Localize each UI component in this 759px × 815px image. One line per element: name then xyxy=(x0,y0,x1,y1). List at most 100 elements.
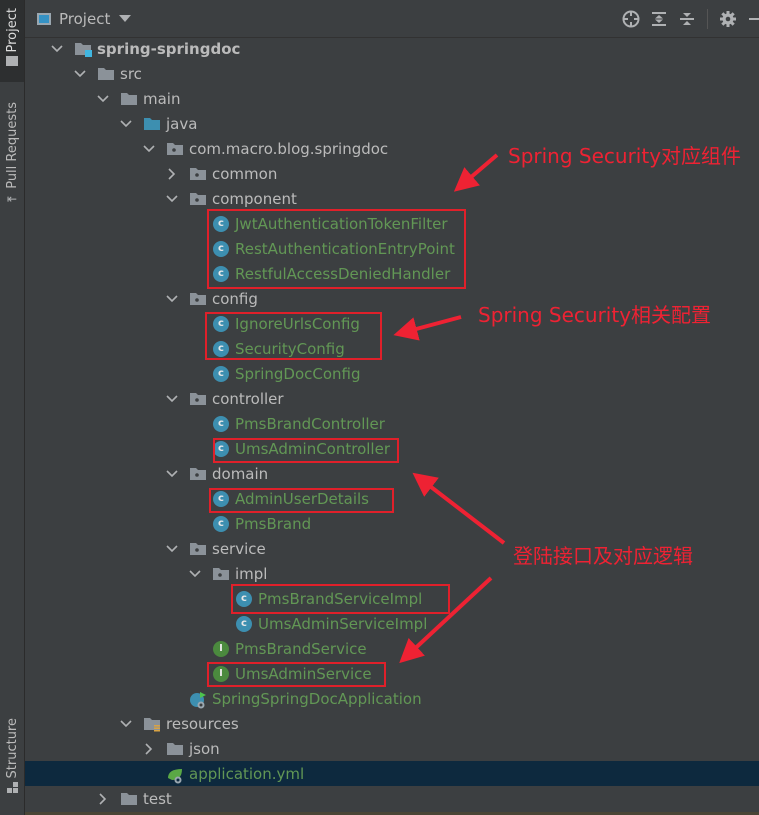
tree-row[interactable]: test xyxy=(25,786,759,811)
tree-spacer xyxy=(211,617,225,631)
locate-icon[interactable] xyxy=(620,8,642,30)
tree-spacer xyxy=(188,217,202,231)
tree-row[interactable]: SpringSpringDocApplication xyxy=(25,686,759,711)
folder-icon xyxy=(6,56,18,67)
tree-row[interactable]: c JwtAuthenticationTokenFilter xyxy=(25,211,759,236)
tree-spacer xyxy=(211,592,225,606)
tree-row[interactable]: I UmsAdminService xyxy=(25,661,759,686)
class-icon: c xyxy=(213,490,229,507)
tree-spacer xyxy=(165,692,179,706)
tree-spacer xyxy=(188,367,202,381)
chevron-down-icon[interactable] xyxy=(165,392,179,406)
tree-item-label: AdminUserDetails xyxy=(235,489,369,508)
tree-item-label: controller xyxy=(212,389,284,408)
tree-item-label: src xyxy=(120,64,142,83)
tree-item-label: impl xyxy=(235,564,268,583)
tree-row[interactable]: spring-springdoc xyxy=(25,36,759,61)
tree-row[interactable]: config xyxy=(25,286,759,311)
structure-icon xyxy=(6,782,18,794)
chevron-down-icon[interactable] xyxy=(165,467,179,481)
chevron-right-icon[interactable] xyxy=(96,792,110,806)
tree-spacer xyxy=(188,642,202,656)
tree-spacer xyxy=(188,492,202,506)
chevron-down-icon[interactable] xyxy=(96,92,110,106)
class-icon: c xyxy=(213,440,229,457)
toolbar-separator xyxy=(707,8,708,29)
tree-row[interactable]: controller xyxy=(25,386,759,411)
sidebar-tab-pull-requests[interactable]: Pull Requests ⇤ xyxy=(0,96,24,206)
chevron-down-icon[interactable] xyxy=(142,142,156,156)
tree-row[interactable]: src xyxy=(25,61,759,86)
chevron-down-icon[interactable] xyxy=(188,567,202,581)
tree-item-label: JwtAuthenticationTokenFilter xyxy=(235,214,448,233)
sidebar-tab-structure[interactable]: Structure xyxy=(0,712,24,802)
package-icon xyxy=(212,566,230,582)
tree-row[interactable]: domain xyxy=(25,461,759,486)
chevron-down-icon[interactable] xyxy=(50,42,64,56)
chevron-down-icon[interactable] xyxy=(165,292,179,306)
chevron-down-icon[interactable] xyxy=(165,542,179,556)
tree-row[interactable]: com.macro.blog.springdoc xyxy=(25,136,759,161)
interface-icon: I xyxy=(213,665,229,682)
tree-item-label: resources xyxy=(166,714,239,733)
class-icon: c xyxy=(213,265,229,282)
spring-config-icon xyxy=(166,766,184,783)
chevron-down-icon[interactable] xyxy=(119,717,133,731)
spring-boot-app-icon xyxy=(189,691,207,708)
tree-row[interactable]: resources xyxy=(25,711,759,736)
panel-title[interactable]: Project xyxy=(59,9,111,28)
annotation-box-brand-service-impl xyxy=(231,584,450,614)
bottom-edge xyxy=(25,812,759,815)
tree-row[interactable]: json xyxy=(25,736,759,761)
tree-row[interactable]: c AdminUserDetails xyxy=(25,486,759,511)
tree-row[interactable]: common xyxy=(25,161,759,186)
class-icon: c xyxy=(213,215,229,232)
chevron-down-icon[interactable] xyxy=(165,192,179,206)
tree-spacer xyxy=(188,242,202,256)
resources-folder-icon xyxy=(143,716,161,732)
pull-request-icon: ⇤ xyxy=(6,191,18,206)
expand-all-icon[interactable] xyxy=(648,8,670,30)
collapse-all-icon[interactable] xyxy=(676,8,698,30)
tree-item-label: PmsBrandController xyxy=(235,414,385,433)
tree-row[interactable]: java xyxy=(25,111,759,136)
chevron-right-icon[interactable] xyxy=(165,167,179,181)
hide-icon[interactable] xyxy=(745,8,759,30)
tree-item-label: SpringSpringDocApplication xyxy=(212,689,422,708)
tree-item-label: UmsAdminService xyxy=(235,664,372,683)
view-dropdown-caret-icon[interactable] xyxy=(119,15,132,22)
chevron-right-icon[interactable] xyxy=(142,742,156,756)
tree-row[interactable]: impl xyxy=(25,561,759,586)
chevron-down-icon[interactable] xyxy=(73,67,87,81)
tree-row[interactable]: component xyxy=(25,186,759,211)
chevron-down-icon[interactable] xyxy=(119,117,133,131)
package-icon xyxy=(166,141,184,157)
tree-row[interactable]: main xyxy=(25,86,759,111)
tree-row[interactable]: service xyxy=(25,536,759,561)
tree-item-label: test xyxy=(143,789,172,808)
tree-item-label: service xyxy=(212,539,266,558)
sidebar-tab-project[interactable]: Project xyxy=(0,0,24,82)
package-icon xyxy=(189,466,207,482)
class-icon: c xyxy=(213,515,229,532)
tree-spacer xyxy=(188,317,202,331)
tree-row[interactable]: application.yml xyxy=(25,761,759,786)
tree-spacer xyxy=(188,667,202,681)
annotation-note-components: Spring Security对应组件 xyxy=(508,144,742,168)
tree-item-label: SpringDocConfig xyxy=(235,364,361,383)
tree-item-label: PmsBrandServiceImpl xyxy=(258,589,423,608)
gear-icon[interactable] xyxy=(717,8,739,30)
panel-toolbar xyxy=(617,0,759,37)
